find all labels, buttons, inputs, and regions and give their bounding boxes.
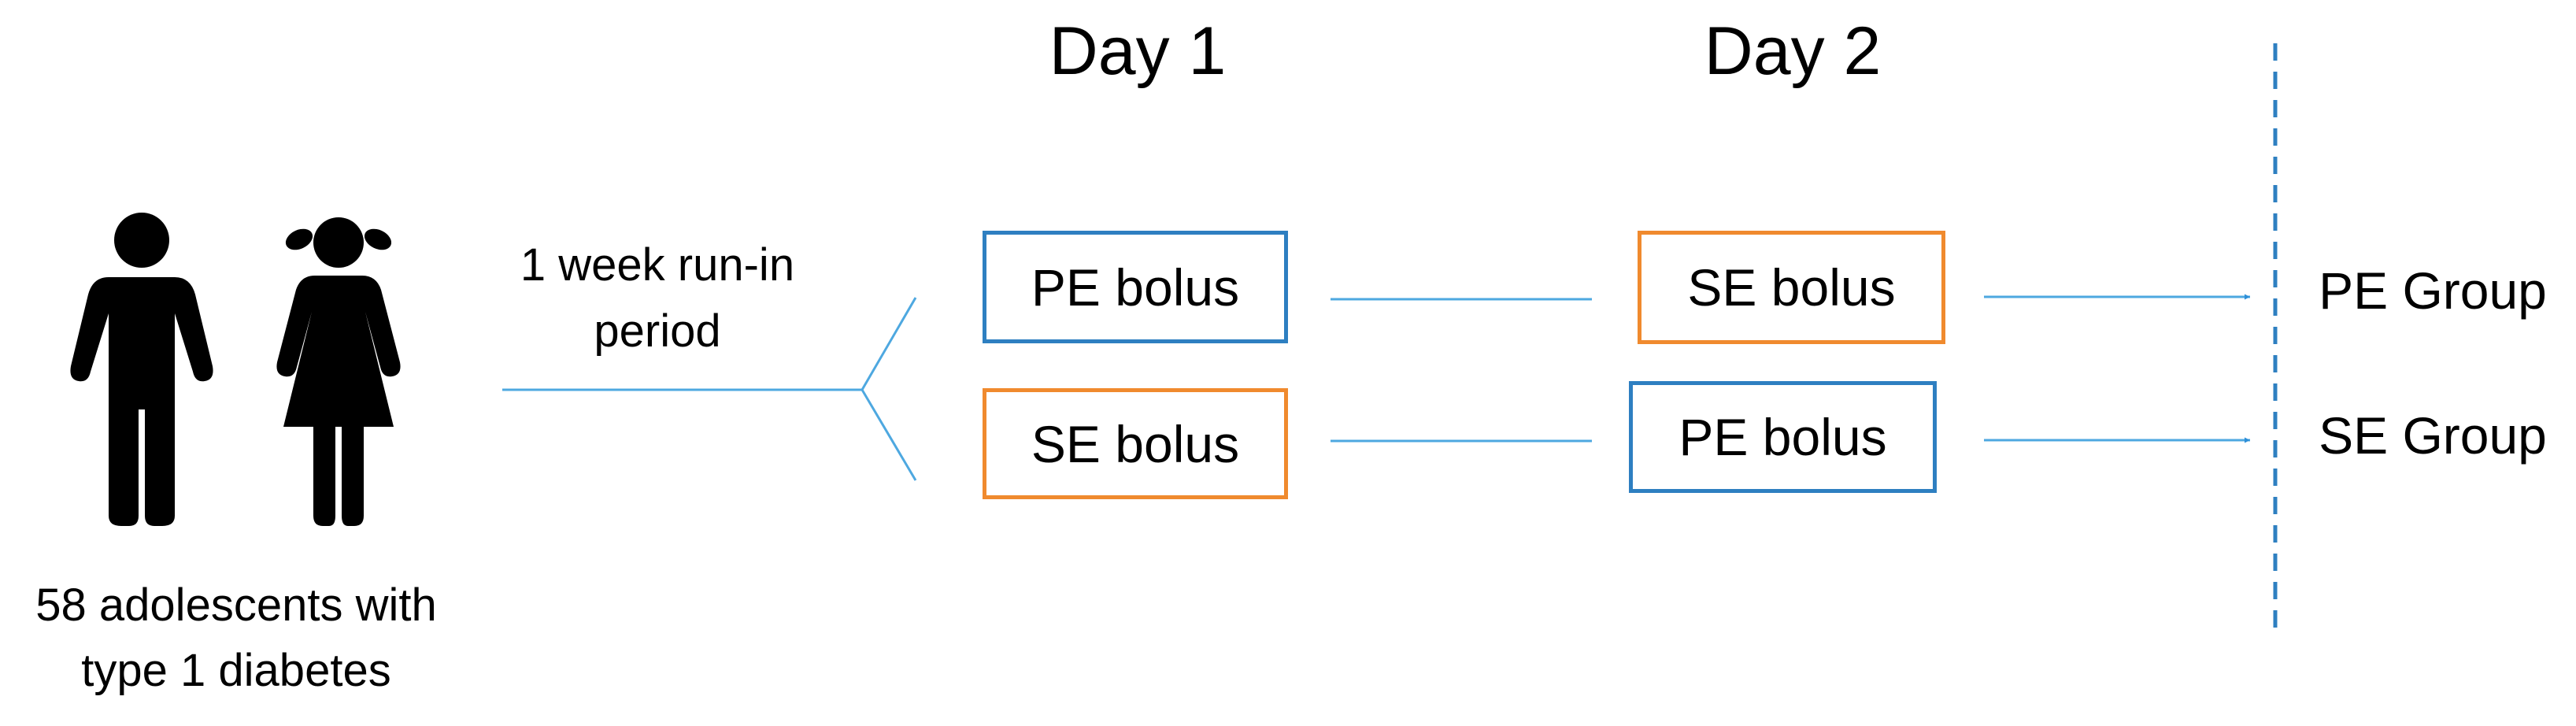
day2-header: Day 2: [1704, 13, 1882, 89]
male-figure-icon: [70, 213, 213, 526]
female-figure-icon: [276, 217, 401, 526]
arm1-day1-label: PE bolus: [1031, 257, 1240, 317]
split-lower-branch: [861, 389, 917, 481]
run-in-label-line2: period: [594, 306, 721, 357]
pe-group-label: PE Group: [2319, 261, 2547, 320]
arm2-day2-label: PE bolus: [1678, 408, 1887, 466]
day1-header: Day 1: [1049, 13, 1227, 89]
arm1-day2-label: SE bolus: [1687, 258, 1896, 317]
split-upper-branch: [861, 297, 917, 391]
arm1-day2-box: SE bolus: [1638, 231, 1945, 344]
arm2-day2-box: PE bolus: [1629, 381, 1937, 493]
arm2-day1-box: SE bolus: [983, 388, 1288, 499]
arm2-day1-label: SE bolus: [1031, 414, 1240, 473]
participants-caption-line2: type 1 diabetes: [81, 645, 391, 696]
se-group-label: SE Group: [2319, 406, 2547, 465]
arm1-day1-box: PE bolus: [983, 231, 1288, 343]
participants-caption-line1: 58 adolescents with: [35, 580, 437, 631]
run-in-label-line1: 1 week run-in: [520, 239, 795, 291]
